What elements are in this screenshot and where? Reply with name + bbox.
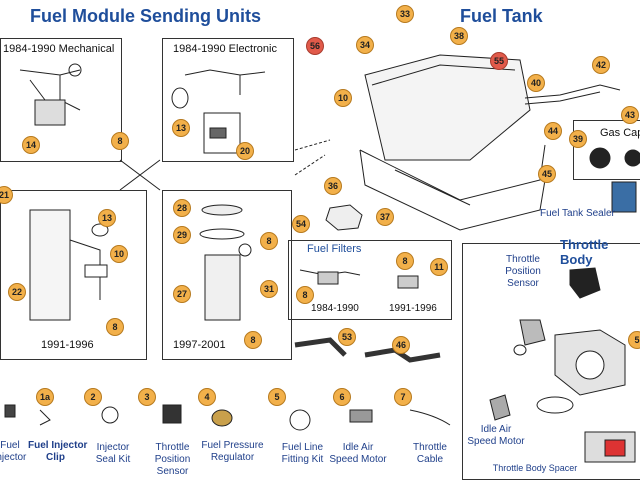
panel-1997-2001-label: 1997-2001 bbox=[173, 339, 226, 351]
panel-electronic-label: 1984-1990 Electronic bbox=[173, 43, 277, 55]
badge-22: 22 bbox=[8, 283, 26, 301]
panel-gas-cap: Gas Cap bbox=[573, 120, 640, 180]
panel-1991-1996-label: 1991-1996 bbox=[41, 339, 94, 351]
badge-2: 2 bbox=[84, 388, 102, 406]
badge-8-9701a: 8 bbox=[260, 232, 278, 250]
badge-38: 38 bbox=[450, 27, 468, 45]
panel-1991-1996: 1991-1996 bbox=[0, 190, 147, 360]
panel-mechanical: 1984-1990 Mechanical bbox=[0, 38, 122, 162]
idle-air-speed-motor-label: Idle Air Speed Motor bbox=[329, 442, 387, 465]
iac-label: Idle Air Speed Motor bbox=[467, 424, 525, 447]
badge-13: 13 bbox=[98, 209, 116, 227]
badge-21: 21 bbox=[0, 186, 13, 204]
badge-7: 7 bbox=[394, 388, 412, 406]
filter-1991-1996-label: 1991-1996 bbox=[389, 303, 437, 314]
badge-44: 44 bbox=[544, 122, 562, 140]
panel-mechanical-label: 1984-1990 Mechanical bbox=[3, 43, 115, 55]
badge-54: 54 bbox=[292, 215, 310, 233]
badge-10: 10 bbox=[110, 245, 128, 263]
sending-units-title: Fuel Module Sending Units bbox=[30, 6, 261, 26]
badge-46: 46 bbox=[392, 336, 410, 354]
fuel-line-fitting-kit-label: Fuel Line Fitting Kit bbox=[281, 442, 324, 465]
badge-8-9701b: 8 bbox=[244, 331, 262, 349]
badge-4: 4 bbox=[198, 388, 216, 406]
badge-37: 37 bbox=[376, 208, 394, 226]
badge-5: 5 bbox=[268, 388, 286, 406]
badge-31: 31 bbox=[260, 280, 278, 298]
throttle-body-title: Throttle Body bbox=[560, 237, 609, 267]
badge-8-filter-b: 8 bbox=[396, 252, 414, 270]
badge-14: 14 bbox=[22, 136, 40, 154]
gas-cap-label: Gas Cap bbox=[600, 127, 640, 139]
badge-8-filter-a: 8 bbox=[296, 286, 314, 304]
badge-29: 29 bbox=[173, 226, 191, 244]
fuel-pressure-regulator-label: Fuel Pressure Regulator bbox=[201, 440, 264, 463]
fuel-tank-sealer-label: Fuel Tank Sealer bbox=[540, 208, 615, 219]
badge-33: 33 bbox=[396, 5, 414, 23]
badge-56: 56 bbox=[306, 37, 324, 55]
badge-6: 6 bbox=[333, 388, 351, 406]
panel-1997-2001: 1997-2001 bbox=[162, 190, 292, 360]
badge-53: 53 bbox=[338, 328, 356, 346]
injector-seal-kit-label: Injector Seal Kit bbox=[95, 442, 131, 465]
badge-20: 20 bbox=[236, 142, 254, 160]
badge-5-throttle: 5 bbox=[628, 331, 640, 349]
tps-label: Throttle Position Sensor bbox=[505, 254, 541, 289]
badge-1a: 1a bbox=[36, 388, 54, 406]
badge-13-electronic: 13 bbox=[172, 119, 190, 137]
badge-8-9196: 8 bbox=[106, 318, 124, 336]
badge-42: 42 bbox=[592, 56, 610, 74]
badge-34: 34 bbox=[356, 36, 374, 54]
badge-40: 40 bbox=[527, 74, 545, 92]
badge-11: 11 bbox=[430, 258, 448, 276]
fuel-tank-title: Fuel Tank bbox=[460, 6, 543, 26]
badge-27: 27 bbox=[173, 285, 191, 303]
badge-3: 3 bbox=[138, 388, 156, 406]
badge-39: 39 bbox=[569, 130, 587, 148]
fuel-injector-label: Fuel Injector bbox=[0, 440, 27, 463]
tps-bottom-label: Throttle Position Sensor bbox=[154, 442, 191, 477]
badge-43: 43 bbox=[621, 106, 639, 124]
spacer-label: Throttle Body Spacer bbox=[492, 463, 578, 473]
badge-28: 28 bbox=[173, 199, 191, 217]
badge-55: 55 bbox=[490, 52, 508, 70]
badge-10-tank: 10 bbox=[334, 89, 352, 107]
badge-8-mechanical: 8 bbox=[111, 132, 129, 150]
fuel-injector-clip-label: Fuel Injector Clip bbox=[28, 440, 88, 463]
fuel-filters-label: Fuel Filters bbox=[307, 243, 362, 255]
panel-fuel-filters: Fuel Filters 1984-1990 1991-1996 bbox=[288, 240, 452, 320]
badge-36: 36 bbox=[324, 177, 342, 195]
filter-1984-1990-label: 1984-1990 bbox=[311, 303, 359, 314]
panel-electronic: 1984-1990 Electronic bbox=[162, 38, 294, 162]
throttle-cable-label: Throttle Cable bbox=[413, 442, 447, 465]
badge-45: 45 bbox=[538, 165, 556, 183]
